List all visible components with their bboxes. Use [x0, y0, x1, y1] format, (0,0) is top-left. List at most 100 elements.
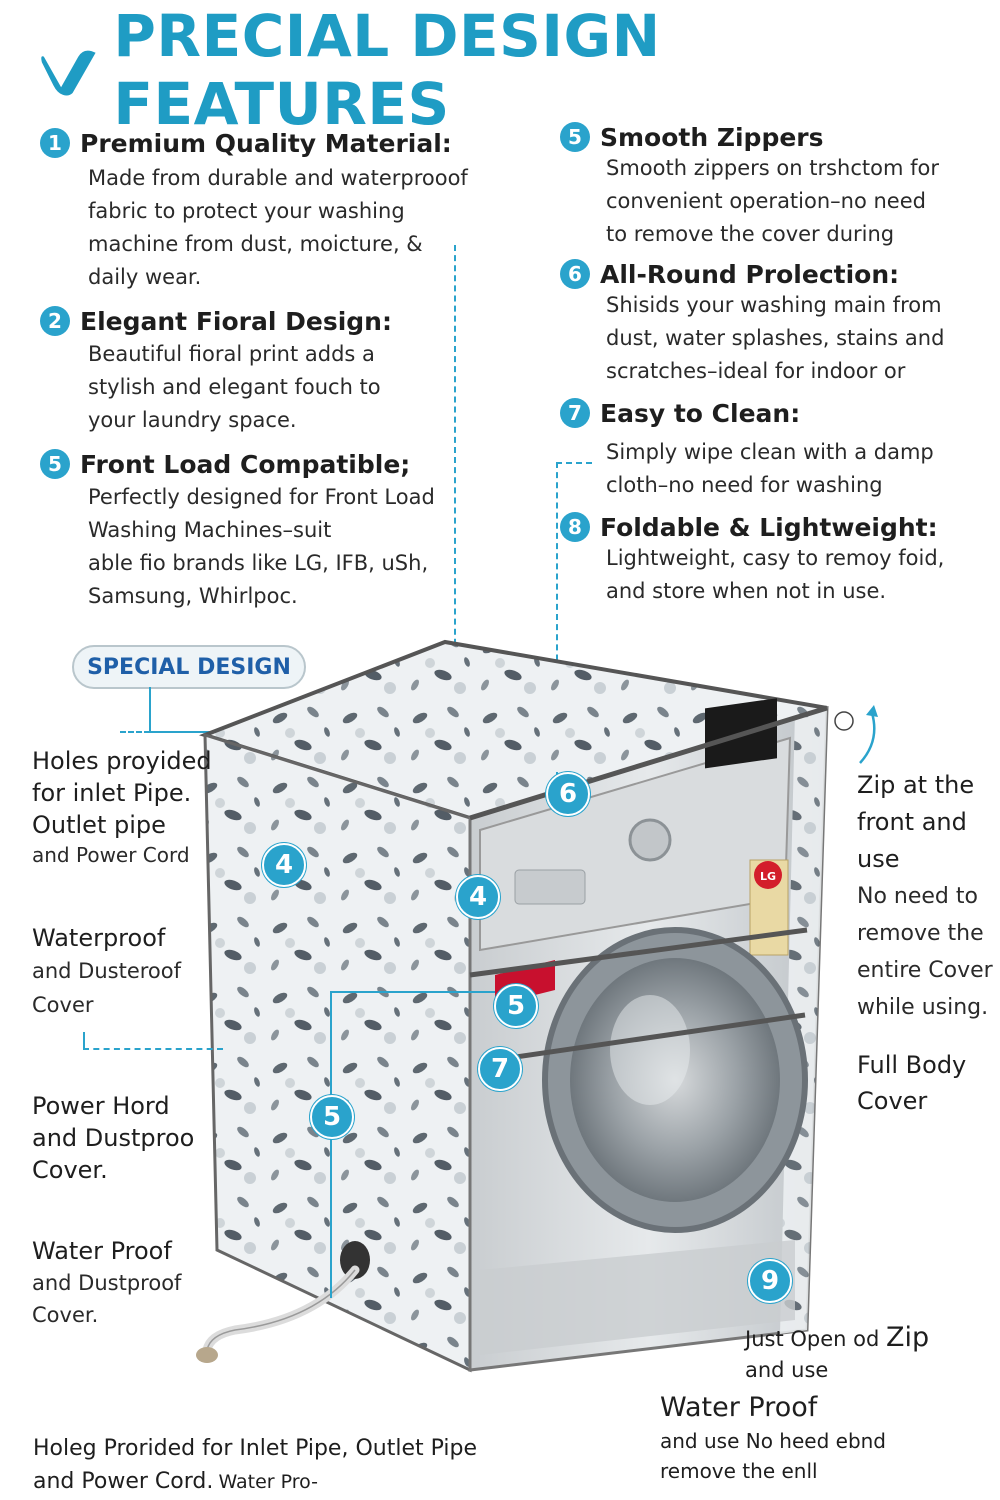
feature-line: Lightweight, casy to remoy foid,	[606, 546, 945, 570]
note-text: remove the enll	[660, 1459, 818, 1483]
note-sub: while using.	[857, 995, 989, 1020]
feature-title: Easy to Clean:	[600, 398, 801, 428]
page-title: PRECIAL DESIGN FEATURES	[113, 2, 661, 138]
left-note: Power Hord and Dustproo Cover.	[32, 1090, 232, 1186]
guide-line	[454, 245, 456, 665]
guide-line	[83, 1032, 85, 1048]
note-title: Zip at the	[857, 771, 975, 799]
note-sub: No need to	[857, 884, 978, 909]
note-title: Outlet pipe	[32, 811, 166, 839]
features-left: 1 Premium Quality Material: Made from dur…	[40, 128, 480, 613]
guide-line	[149, 687, 151, 731]
feature-number: 5	[560, 122, 590, 152]
feature-line: cloth–no need for washing	[606, 473, 883, 497]
feature-line: machine from dust, moicture, &	[88, 232, 423, 256]
feature-line: Samsung, Whirlpoc.	[88, 584, 298, 608]
note-text: and use	[745, 1358, 829, 1382]
note-sub: Cover.	[32, 1303, 99, 1327]
brand-badge: LG	[760, 870, 776, 883]
bottom-right-note: Just Open od Zip and use	[745, 1322, 995, 1385]
note-title: Power Hord	[32, 1092, 170, 1120]
marker-5: 5	[494, 984, 538, 1028]
note-text: Just Open od	[745, 1327, 880, 1351]
feature-number: 8	[560, 512, 590, 542]
guide-line	[330, 991, 332, 1101]
feature-line: Shisids your washing main from	[606, 293, 942, 317]
feature-line: and store when not in use.	[606, 579, 887, 603]
feature-item: 6 All-Round Prolection: Shisids your wash…	[560, 259, 990, 388]
feature-line: your laundry space.	[88, 408, 297, 432]
note-title: Cover.	[32, 1156, 108, 1184]
feature-title: Front Load Compatible;	[80, 449, 411, 479]
marker-9: 9	[748, 1259, 792, 1303]
feature-item: 5 Front Load Compatible; Perfectly design…	[40, 449, 480, 613]
left-note: Water Proof and Dustproof Cover.	[32, 1235, 232, 1331]
feature-number: 7	[560, 398, 590, 428]
note-sub: and Dustproof	[32, 1271, 182, 1295]
note-title: Cover	[857, 1087, 928, 1115]
feature-line: stylish and elegant fouch to	[88, 375, 381, 399]
note-title: Water Proof	[32, 1237, 172, 1265]
note-sub: and Power Cord	[32, 843, 190, 867]
guide-line	[330, 991, 495, 993]
note-text: Water Pro-	[218, 1471, 318, 1493]
feature-line: daily wear.	[88, 265, 202, 289]
note-sub: Cover	[32, 993, 94, 1017]
note-title: use	[857, 845, 900, 873]
feature-line: scratches–ideal for indoor or	[606, 359, 906, 383]
feature-item: 1 Premium Quality Material: Made from dur…	[40, 128, 480, 294]
note-title: Full Body	[857, 1051, 967, 1079]
feature-number: 2	[40, 306, 70, 336]
note-sub: entire Cover	[857, 958, 993, 983]
bottom-right-note: Water Proof and use No heed ebnd remove …	[660, 1390, 995, 1486]
note-text: Zip	[885, 1322, 930, 1353]
feature-title: Premium Quality Material:	[80, 128, 452, 158]
note-text: and use No heed ebnd	[660, 1429, 887, 1453]
bottom-left-note: Holeg Prorided for Inlet Pipe, Outlet Pi…	[33, 1432, 653, 1499]
feature-title: Foldable & Lightweight:	[600, 512, 938, 542]
marker-5: 5	[310, 1095, 354, 1139]
note-title: for inlet Pipe.	[32, 779, 192, 807]
guide-line	[83, 1048, 223, 1050]
feature-item: 8 Foldable & Lightweight: Lightweight, ca…	[560, 512, 990, 608]
feature-line: Beautiful fioral print adds a	[88, 342, 375, 366]
washing-machine-cover-illustration: LG	[196, 639, 829, 1373]
feature-number: 5	[40, 449, 70, 479]
feature-line: Simply wipe clean with a damp	[606, 440, 934, 464]
feature-number: 1	[40, 128, 70, 158]
feature-line: convenient operation–no need	[606, 189, 926, 213]
arrow-curve-icon	[834, 705, 878, 764]
feature-line: Made from durable and waterprooof	[88, 166, 468, 190]
feature-line: Smooth zippers on trshctom for	[606, 156, 939, 180]
feature-line: able fio brands like LG, IFB, uSh,	[88, 551, 429, 575]
feature-title: All-Round Prolection:	[600, 259, 900, 289]
note-title: Waterproof	[32, 924, 166, 952]
note-title: front and	[857, 808, 967, 836]
note-title: Holes proyided	[32, 747, 212, 775]
special-design-badge: SPECIAL DESIGN	[72, 645, 306, 689]
note-text: Holeg Prorided for Inlet Pipe, Outlet Pi…	[33, 1436, 477, 1461]
guide-line	[330, 1138, 332, 1298]
guide-line	[556, 462, 592, 464]
guide-line	[120, 731, 150, 733]
left-note: Waterproof and Dusteroof Cover	[32, 922, 232, 1022]
feature-title: Smooth Zippers	[600, 122, 824, 152]
feature-line: fabric to protect your washing	[88, 199, 405, 223]
right-note: Full Body Cover	[857, 1047, 997, 1119]
marker-4: 4	[456, 875, 500, 919]
note-sub: remove the	[857, 921, 984, 946]
feature-line: to remove the cover during	[606, 222, 895, 246]
marker-7: 7	[478, 1047, 522, 1091]
note-title: and Dustproo	[32, 1124, 195, 1152]
feature-item: 7 Easy to Clean: Simply wipe clean with a…	[560, 398, 990, 502]
features-right: 5 Smooth Zippers Smooth zippers on trshct…	[560, 122, 990, 608]
feature-number: 6	[560, 259, 590, 289]
note-title: Water Proof	[660, 1392, 818, 1423]
marker-4: 4	[262, 843, 306, 887]
feature-line: Washing Machines–suit	[88, 518, 332, 542]
feature-line: Perfectly designed for Front Load	[88, 485, 435, 509]
left-note: Holes proyided for inlet Pipe. Outlet pi…	[32, 745, 232, 869]
marker-6: 6	[546, 772, 590, 816]
note-sub: and Dusteroof	[32, 959, 182, 983]
feature-title: Elegant Fioral Design:	[80, 306, 392, 336]
